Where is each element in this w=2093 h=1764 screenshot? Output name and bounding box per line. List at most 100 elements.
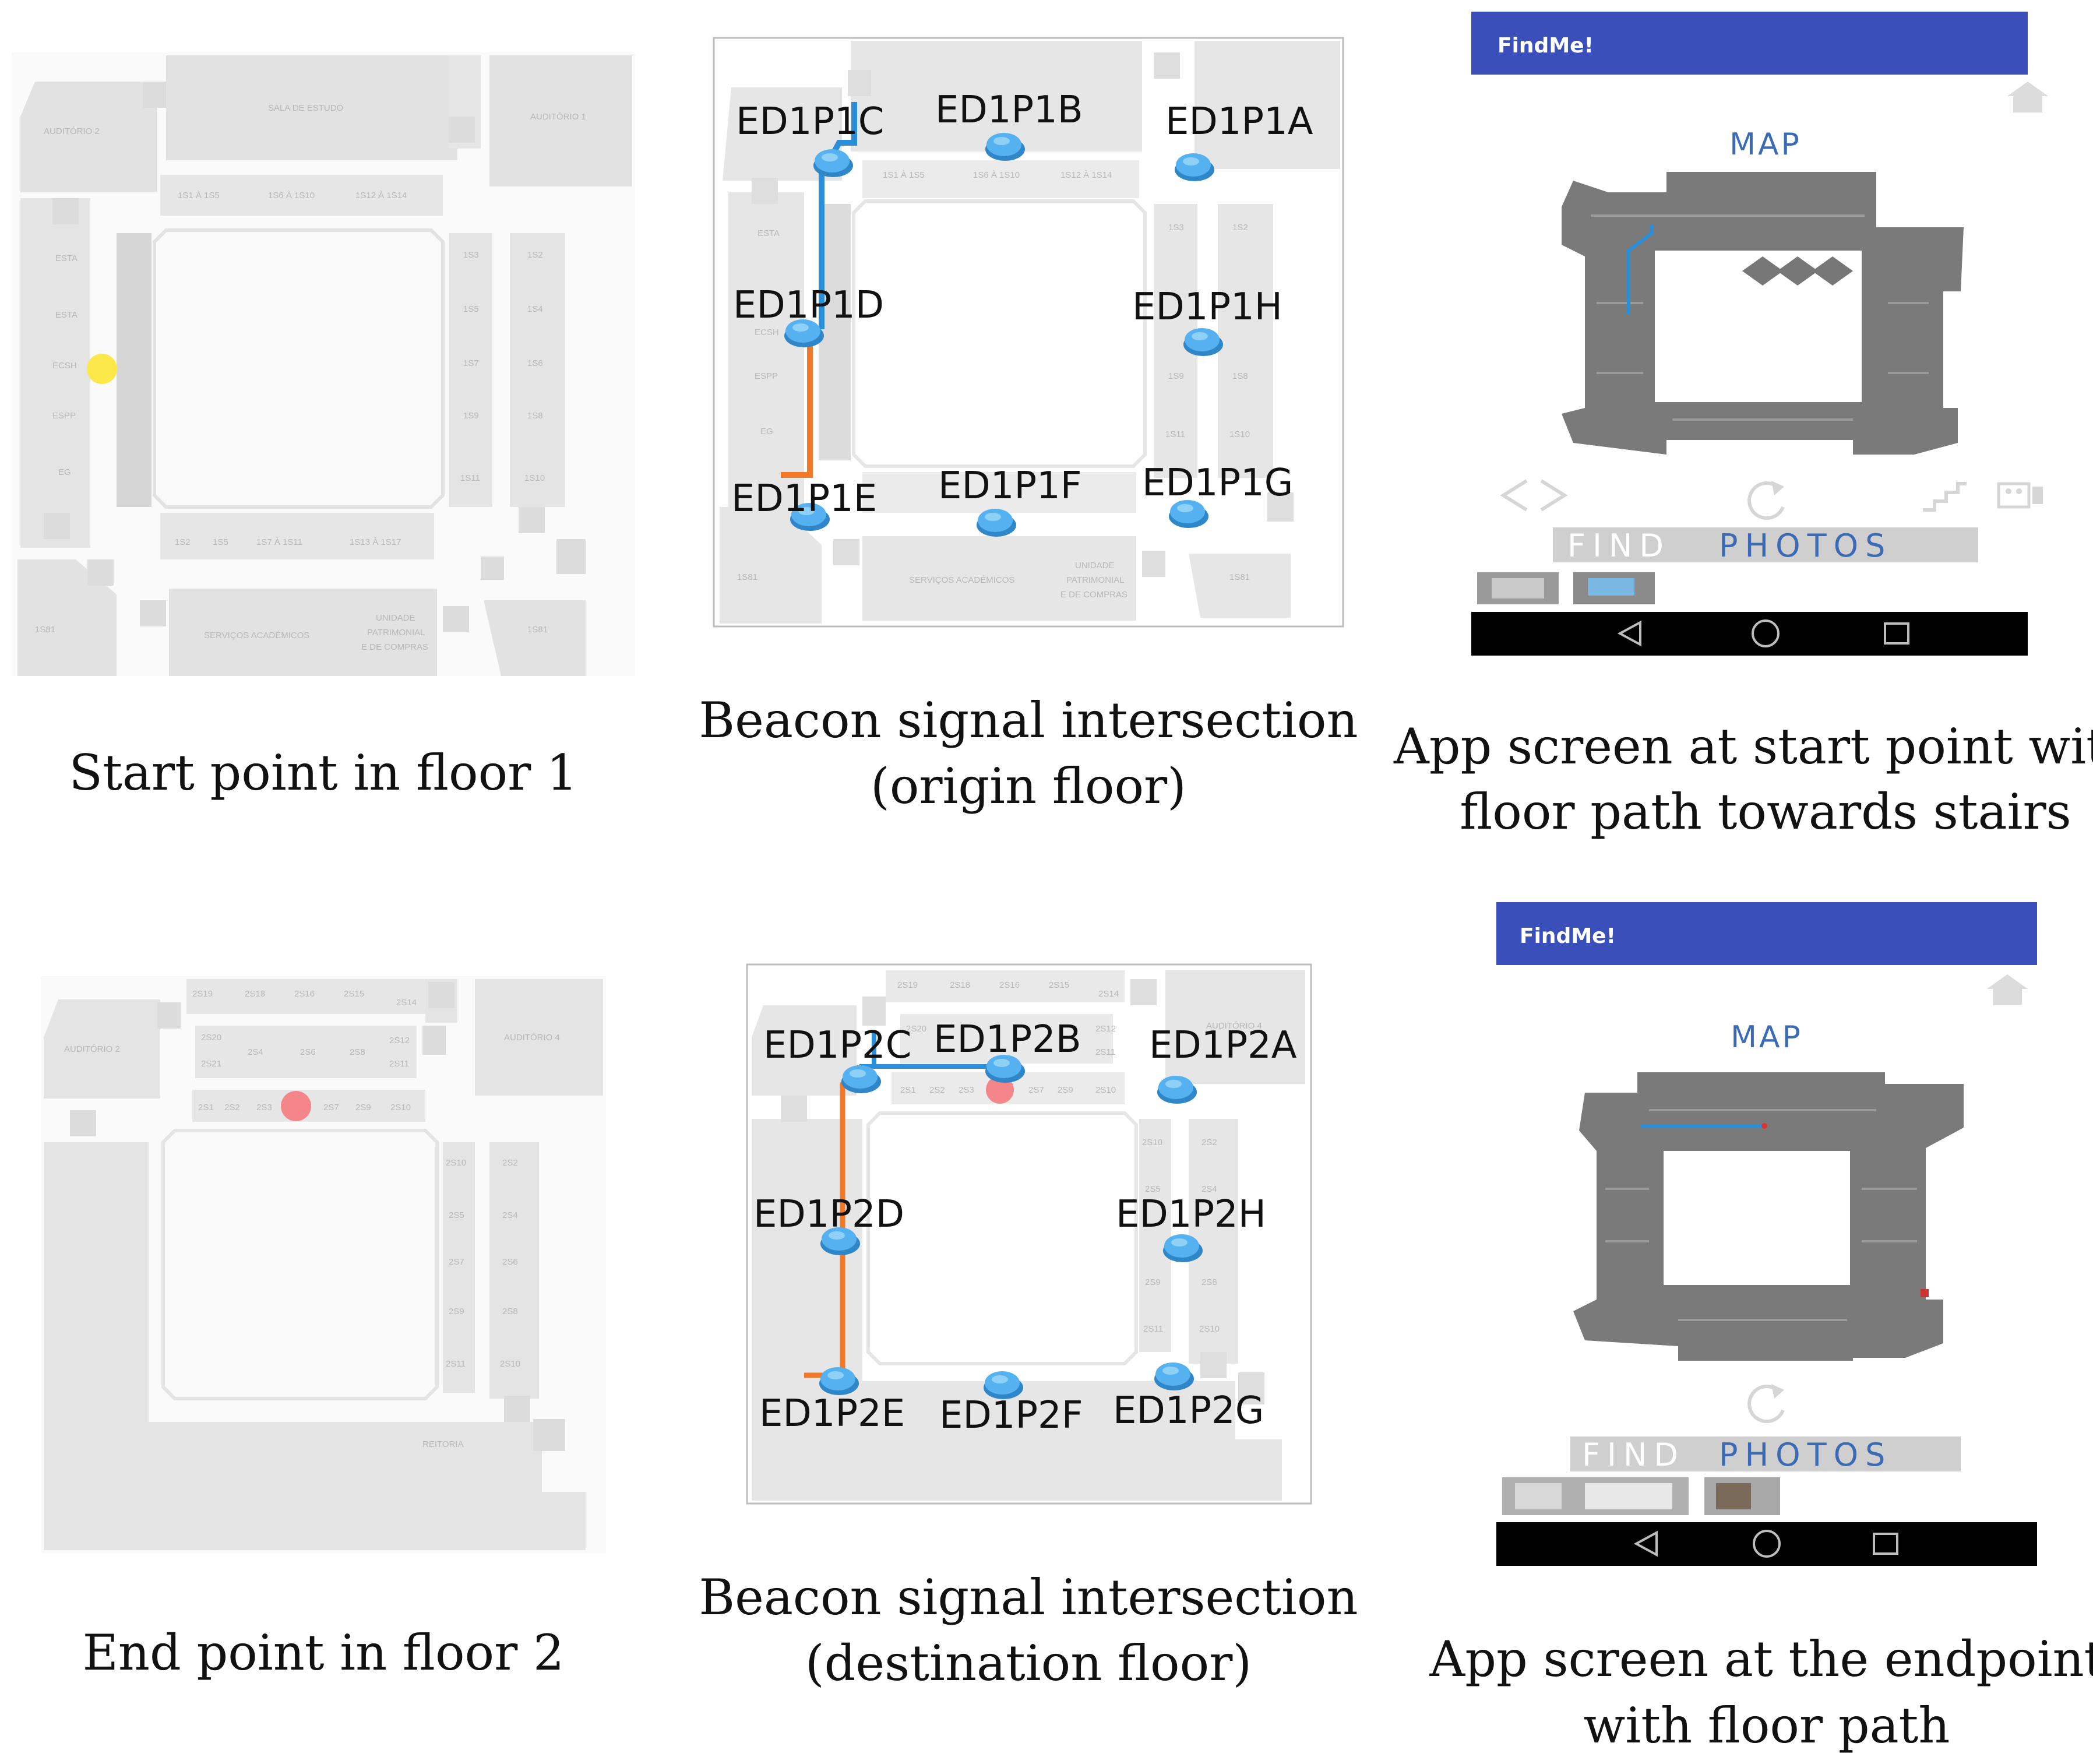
caption-app-start-line1: App screen at start point with	[1393, 718, 2093, 775]
app-screen-start: FindMe! MAP	[1471, 12, 2048, 656]
photo-thumbnail[interactable]	[1704, 1477, 1780, 1515]
room-label: 2S14	[396, 998, 417, 1008]
room-label: E DE COMPRAS	[361, 642, 428, 652]
photo-thumbnail[interactable]	[1502, 1477, 1689, 1515]
room-label: 1S7	[463, 358, 479, 368]
room-label: PATRIMONIAL	[367, 628, 425, 638]
room-label: ESPP	[755, 371, 778, 381]
room-label: PATRIMONIAL	[1066, 575, 1124, 585]
room-label: ESPP	[52, 411, 76, 421]
room-label: 1S12 À 1S14	[1060, 170, 1112, 180]
photo-thumbnail[interactable]	[1477, 572, 1559, 604]
path-blue-segment	[819, 102, 857, 329]
room-label: 2S2	[502, 1158, 518, 1168]
room-label: 2S8	[1201, 1277, 1217, 1287]
caption-beacon-dest-line2: (destination floor)	[805, 1635, 1252, 1692]
room-label: 2S10	[446, 1158, 466, 1168]
room-label: 1S6 À 1S10	[973, 170, 1020, 180]
triangle-back-icon[interactable]	[1633, 1530, 1658, 1557]
square-recent-icon[interactable]	[1873, 1533, 1898, 1555]
room-label: AUDITÓRIO 2	[44, 126, 100, 136]
room-label: 1S10	[1229, 429, 1250, 439]
photo-thumbnail[interactable]	[1573, 572, 1655, 604]
caption-app-end-line1: App screen at the endpoint	[1429, 1631, 2093, 1688]
room-label: 2S6	[300, 1047, 316, 1057]
photos-label: PHOTOS	[1719, 527, 1892, 564]
room-label: EG	[58, 467, 71, 477]
find-label: FIND	[1582, 1436, 1685, 1473]
android-nav-bar	[1496, 1522, 2037, 1566]
circle-home-icon[interactable]	[1753, 1530, 1781, 1558]
beacon-label-d: ED1P2D	[753, 1193, 904, 1236]
app-title: FindMe!	[1520, 924, 1616, 948]
square-recent-icon[interactable]	[1884, 622, 1909, 645]
room-label: ECSH	[755, 328, 779, 337]
refresh-icon[interactable]	[1747, 1384, 1785, 1424]
find-photos-button[interactable]: FIND PHOTOS	[1570, 1436, 1961, 1473]
room-label: 2S15	[1049, 980, 1069, 990]
start-point-marker	[87, 354, 117, 384]
room-label: ECSH	[52, 361, 77, 371]
beacon-label-h: ED1P2H	[1116, 1193, 1266, 1236]
room-label: UNIDADE	[1075, 561, 1115, 571]
room-label: ESTA	[55, 253, 77, 263]
beacon-label-a: ED1P2A	[1149, 1024, 1297, 1067]
room-label: 2S7	[323, 1103, 339, 1112]
beacon-origin-plan: 1S1 À 1S5 1S6 À 1S10 1S12 À 1S14 ESTA EC…	[713, 37, 1344, 628]
room-label: 2S11	[1095, 1047, 1115, 1057]
room-label: 2S18	[950, 980, 970, 990]
room-label: 1S11	[1165, 429, 1185, 439]
room-label: 2S10	[1199, 1324, 1220, 1334]
room-label: 2S10	[390, 1103, 411, 1112]
beacon-label-b: ED1P1B	[935, 89, 1083, 132]
room-label: 1S1 À 1S5	[883, 170, 925, 180]
floor-map-image	[1562, 172, 1964, 455]
room-label: 2S10	[500, 1359, 520, 1369]
floor1-start-plan: SALA DE ESTUDO AUDITÓRIO 1 AUDITÓRIO 2 1…	[12, 52, 635, 676]
app-screen-end: FindMe! MAP FIND PHOTOS	[1496, 902, 2037, 1566]
room-label: 2S8	[350, 1047, 365, 1057]
find-label: FIND	[1567, 527, 1671, 564]
find-photos-button[interactable]: FIND PHOTOS	[1553, 527, 1978, 564]
room-label: 1S81	[527, 625, 548, 635]
room-label: 1S1 À 1S5	[178, 191, 220, 200]
room-label: 2S9	[1145, 1277, 1161, 1287]
room-label: 2S20	[906, 1024, 926, 1034]
triangle-back-icon[interactable]	[1617, 620, 1641, 647]
refresh-icon[interactable]	[1747, 481, 1785, 520]
map-label: MAP	[1731, 1020, 1803, 1055]
room-label: 1S12 À 1S14	[355, 191, 407, 200]
room-label: AUDITÓRIO 1	[530, 112, 586, 122]
room-label: 2S4	[248, 1047, 263, 1057]
room-label: 2S14	[1098, 989, 1119, 999]
room-label: 1S2	[1232, 223, 1248, 233]
room-label: AUDITÓRIO 4	[504, 1033, 560, 1043]
home-icon[interactable]	[1987, 974, 2028, 1005]
room-label: 2S18	[245, 989, 265, 999]
caption-beacon-dest-line1: Beacon signal intersection	[699, 1569, 1358, 1626]
caption-app-end-line2: with floor path	[1583, 1697, 1950, 1754]
room-label: 2S12	[389, 1036, 410, 1045]
beacon-label-f: ED1P2F	[939, 1394, 1083, 1437]
room-label: 2S20	[201, 1033, 221, 1043]
room-label: 1S6 À 1S10	[268, 191, 315, 200]
beacon-label-e: ED1P1E	[731, 477, 877, 520]
home-icon[interactable]	[2007, 82, 2048, 112]
caption-start-floor1: Start point in floor 1	[69, 744, 578, 801]
elevator-icon[interactable]	[1997, 482, 2043, 509]
left-right-arrows-icon[interactable]	[1500, 479, 1568, 512]
room-label: 1S7 À 1S11	[256, 537, 302, 547]
path-orange-segment	[781, 335, 813, 478]
room-label: UNIDADE	[376, 613, 415, 623]
room-label: 2S19	[897, 980, 918, 990]
room-label: 1S2	[527, 250, 543, 260]
end-point-marker	[986, 1076, 1014, 1104]
beacon-label-g: ED1P2G	[1113, 1389, 1264, 1432]
room-label: 1S13 À 1S17	[350, 537, 401, 547]
room-label: 2S12	[1095, 1024, 1116, 1034]
stairs-icon[interactable]	[1923, 482, 1967, 512]
caption-beacon-origin-line1: Beacon signal intersection	[699, 692, 1358, 749]
room-label: 1S6	[527, 358, 543, 368]
beacon-label-a: ED1P1A	[1165, 100, 1313, 143]
circle-home-icon[interactable]	[1752, 619, 1780, 647]
